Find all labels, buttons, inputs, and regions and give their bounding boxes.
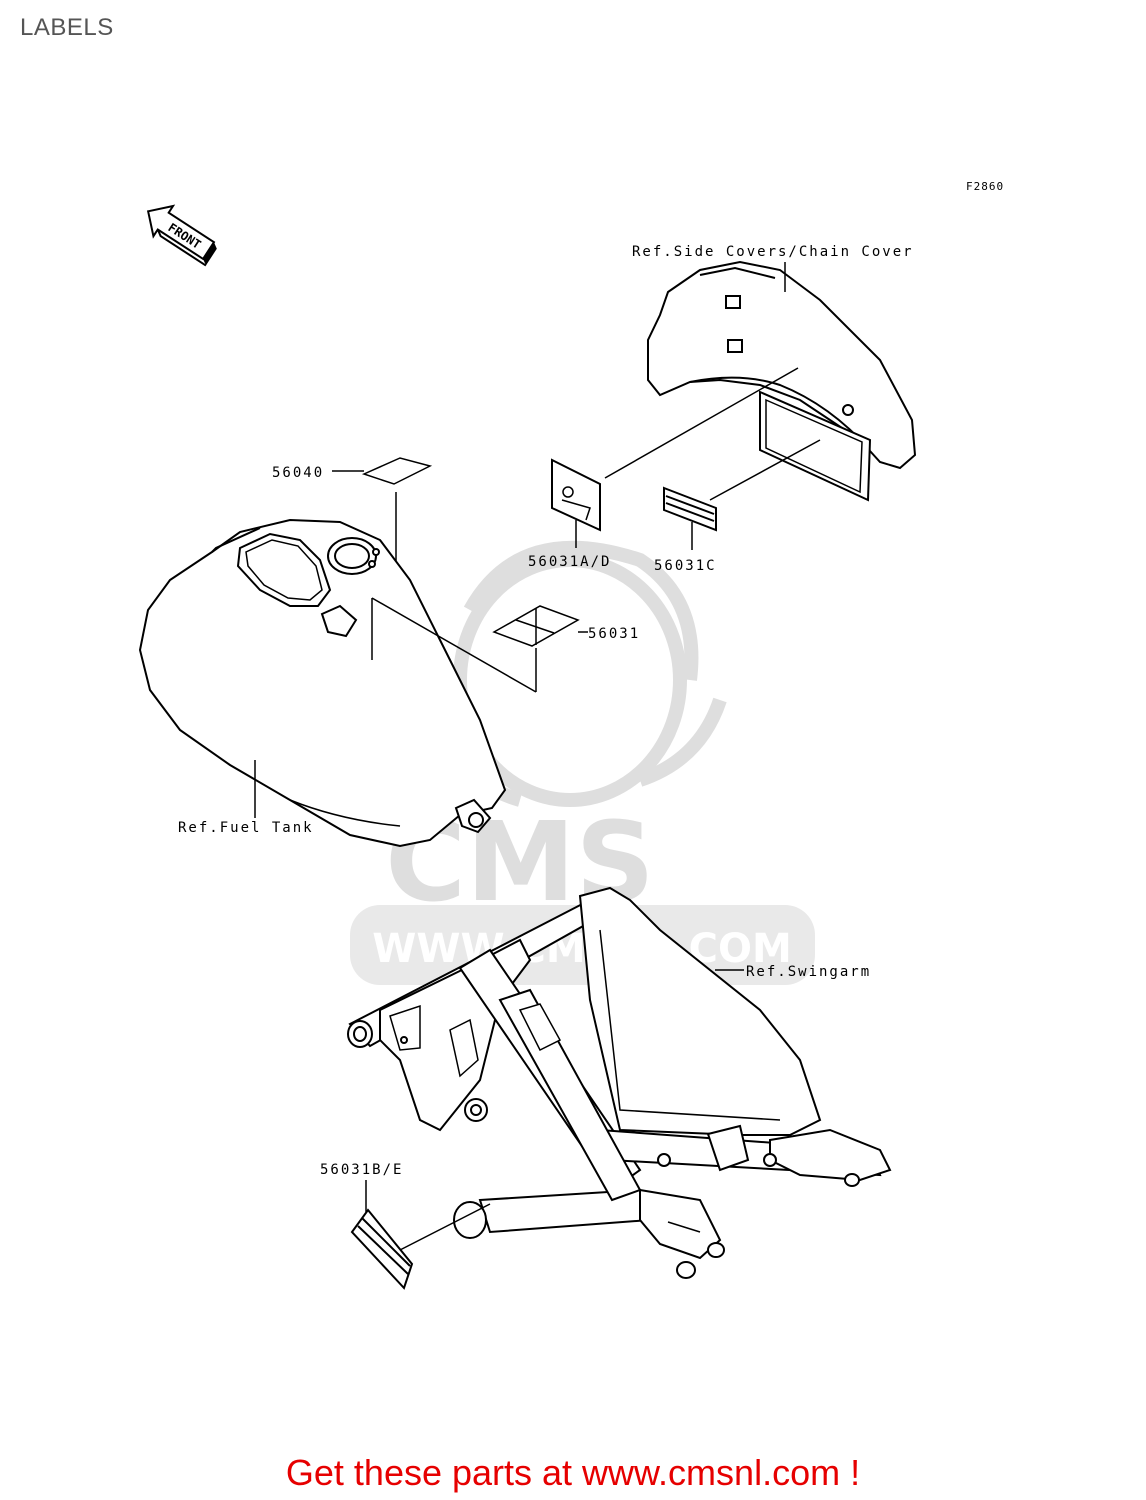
label-56031be-part xyxy=(350,1208,414,1290)
page-title: LABELS xyxy=(20,14,114,41)
fuel-tank-part xyxy=(138,518,507,848)
watermark-url: WWW.CMSNL.COM xyxy=(372,926,792,972)
label-56031: 56031 xyxy=(588,626,640,642)
label-56040: 56040 xyxy=(272,465,324,481)
front-arrow-icon: FRONT xyxy=(146,204,217,267)
side-cover-part xyxy=(647,260,917,502)
figure-code: F2860 xyxy=(966,180,1004,193)
label-56031ad-part xyxy=(551,458,601,532)
promo-footer: Get these parts at www.cmsnl.com ! xyxy=(285,1452,861,1493)
swingarm-part xyxy=(347,886,892,1279)
label-56031be: 56031B/E xyxy=(320,1162,403,1178)
label-56031c-part xyxy=(663,486,717,532)
label-side-covers: Ref.Side Covers/Chain Cover xyxy=(632,244,914,260)
label-56031ad: 56031A/D xyxy=(528,554,611,570)
label-swingarm: Ref.Swingarm xyxy=(746,964,871,980)
label-56040-part xyxy=(361,457,433,485)
label-fuel-tank: Ref.Fuel Tank xyxy=(178,820,314,836)
label-56031-part xyxy=(492,605,580,647)
label-56031c: 56031C xyxy=(654,558,717,574)
